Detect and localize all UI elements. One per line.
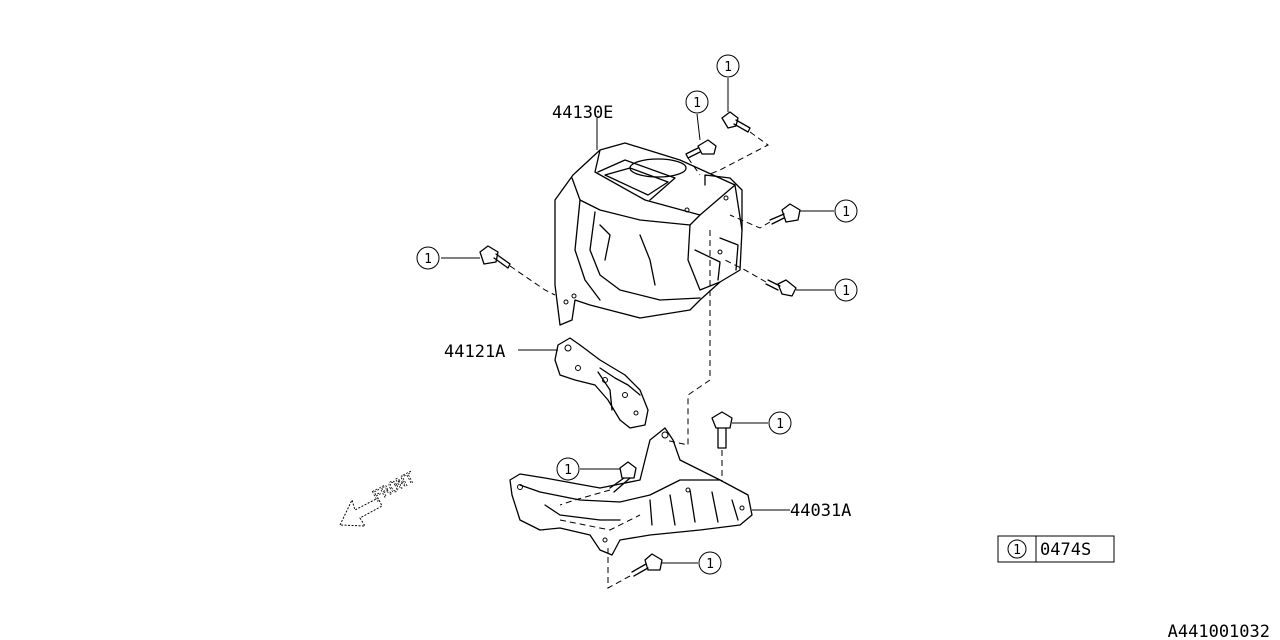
legend-box: 1 0474S — [997, 535, 1115, 563]
leader-lines — [441, 78, 834, 564]
callout-number: 1 — [564, 463, 572, 478]
heat-shield-44130e[interactable] — [554, 118, 743, 326]
callout-1-f[interactable]: 1 — [768, 411, 792, 435]
bolt-6[interactable] — [711, 411, 733, 449]
callout-number: 1 — [706, 557, 714, 572]
bolt-3[interactable] — [769, 203, 801, 225]
lower-shield-44031a[interactable] — [509, 427, 790, 556]
callout-1-g[interactable]: 1 — [556, 457, 580, 481]
callout-number: 1 — [842, 205, 850, 220]
callout-1-a[interactable]: 1 — [716, 54, 740, 78]
bolt-5[interactable] — [479, 245, 511, 269]
bolt-2[interactable] — [685, 139, 717, 159]
callout-number: 1 — [842, 284, 850, 299]
callout-number: 1 — [693, 96, 701, 111]
part-label-44031a[interactable]: 44031A — [790, 501, 851, 521]
legend-part-code: 0474S — [1040, 540, 1091, 560]
bolt-4[interactable] — [765, 279, 797, 297]
callout-number: 1 — [424, 252, 432, 267]
callout-1-c[interactable]: 1 — [834, 199, 858, 223]
bracket-44121a[interactable] — [518, 337, 649, 429]
legend-callout-number: 1 — [1013, 543, 1021, 558]
bolt-7[interactable] — [609, 461, 637, 493]
part-label-44130e[interactable]: 44130E — [552, 103, 613, 123]
bolt-1[interactable] — [721, 111, 751, 133]
callout-1-d[interactable]: 1 — [834, 278, 858, 302]
callout-1-b[interactable]: 1 — [685, 90, 709, 114]
front-label: FRONT — [369, 468, 417, 505]
part-label-44121a[interactable]: 44121A — [444, 342, 505, 362]
assembly-lines — [509, 131, 771, 589]
bolt-8[interactable] — [631, 553, 663, 577]
front-arrow: FRONT — [339, 468, 418, 527]
callout-1-e[interactable]: 1 — [416, 246, 440, 270]
bolt-group — [479, 111, 801, 577]
callout-number: 1 — [776, 417, 784, 432]
callout-1-h[interactable]: 1 — [698, 551, 722, 575]
callout-number: 1 — [724, 60, 732, 75]
diagram-code: A441001032 — [1168, 622, 1270, 640]
